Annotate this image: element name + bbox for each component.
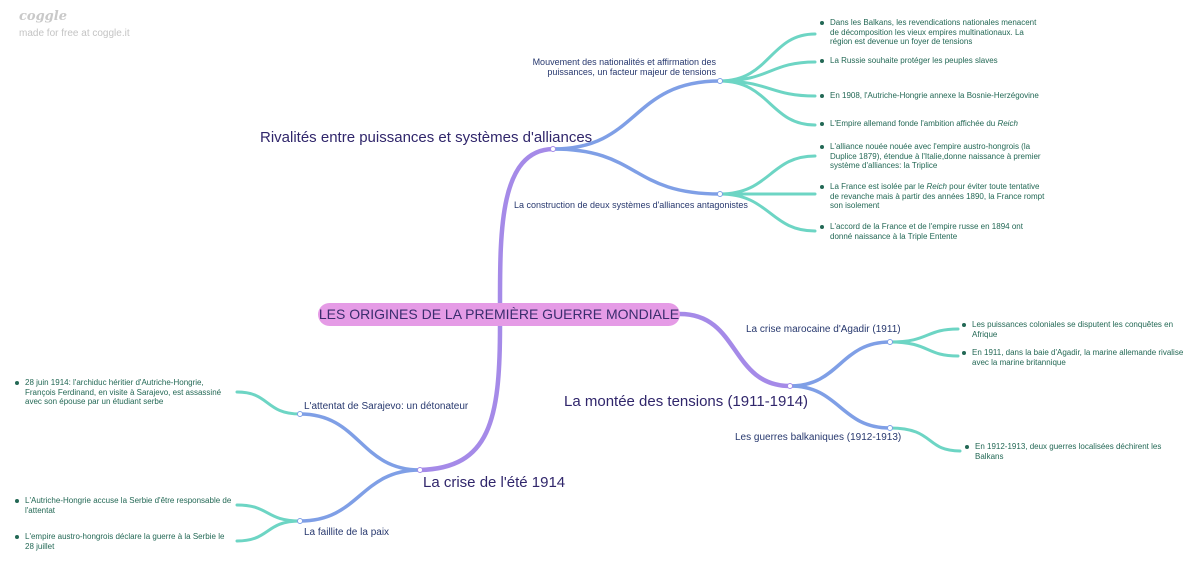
- edge-crise-faillite: [298, 468, 422, 523]
- bullet-icon: [820, 94, 824, 98]
- bullet-icon: [820, 225, 824, 229]
- bullet-icon: [962, 351, 966, 355]
- edge-root-montee: [677, 311, 793, 389]
- bullet-icon: [962, 323, 966, 327]
- leaf-agadir-2[interactable]: En 1911, dans la baie d'Agadir, la marin…: [962, 348, 1187, 367]
- bullet-icon: [15, 381, 19, 385]
- leaf-mouvement-1[interactable]: Dans les Balkans, les revendications nat…: [820, 18, 1045, 47]
- leaf-agadir-1[interactable]: Les puissances coloniales se disputent l…: [962, 320, 1187, 339]
- edge-mouvement-leaf-4: [718, 79, 817, 127]
- edge-root-rivalites: [497, 146, 556, 306]
- leaf-faillite-1[interactable]: L'Autriche-Hongrie accuse la Serbie d'êt…: [15, 496, 235, 515]
- branch-rivalites[interactable]: Rivalités entre puissances et systèmes d…: [260, 129, 593, 146]
- junction-dot: [550, 146, 556, 152]
- edge-construction-leaf-3: [718, 192, 817, 233]
- bullet-icon: [820, 59, 824, 63]
- junction-dot: [887, 339, 893, 345]
- node-construction[interactable]: La construction de deux systèmes d'allia…: [514, 200, 748, 210]
- node-mouvement[interactable]: Mouvement des nationalités et affirmatio…: [532, 57, 716, 77]
- edge-crise-attentat: [298, 412, 422, 472]
- leaf-mouvement-3[interactable]: En 1908, l'Autriche-Hongrie annexe la Bo…: [820, 91, 1045, 101]
- bullet-icon: [820, 122, 824, 126]
- edge-faillite-leaf-2: [235, 519, 302, 543]
- leaf-construction-1[interactable]: L'alliance nouée nouée avec l'empire aus…: [820, 142, 1045, 171]
- edge-montee-balkans: [788, 384, 892, 430]
- branch-montee[interactable]: La montée des tensions (1911-1914): [564, 393, 809, 410]
- bullet-icon: [820, 145, 824, 149]
- junction-dot: [417, 467, 423, 473]
- edge-construction-leaf-1: [718, 154, 817, 196]
- credit-text: made for free at coggle.it: [19, 28, 130, 39]
- bullet-icon: [820, 185, 824, 189]
- edge-root-crise: [417, 323, 503, 473]
- edge-faillite-leaf-1: [235, 503, 302, 523]
- bullet-icon: [15, 499, 19, 503]
- leaf-construction-2[interactable]: La France est isolée par le Reich pour é…: [820, 182, 1045, 211]
- node-agadir[interactable]: La crise marocaine d'Agadir (1911): [746, 324, 901, 335]
- node-faillite[interactable]: La faillite de la paix: [304, 527, 390, 538]
- edge-montee-agadir: [788, 340, 892, 388]
- leaf-attentat-1[interactable]: 28 juin 1914: l'archiduc héritier d'Autr…: [15, 378, 235, 407]
- edge-balkans-leaf-1: [888, 426, 962, 453]
- junction-dot: [297, 518, 303, 524]
- leaf-balkans-1[interactable]: En 1912-1913, deux guerres localisées dé…: [965, 442, 1180, 461]
- junction-dot: [787, 383, 793, 389]
- bullet-icon: [965, 445, 969, 449]
- node-balkans[interactable]: Les guerres balkaniques (1912-1913): [735, 432, 902, 443]
- node-attentat[interactable]: L'attentat de Sarajevo: un détonateur: [304, 401, 469, 412]
- edge-rivalites-mouvement: [551, 79, 722, 151]
- junction-dot: [887, 425, 893, 431]
- junction-dot: [717, 78, 723, 84]
- root-node[interactable]: LES ORIGINES DE LA PREMIÈRE GUERRE MONDI…: [318, 303, 680, 326]
- branch-crise[interactable]: La crise de l'été 1914: [423, 474, 566, 491]
- edge-attentat-leaf-1: [235, 390, 302, 416]
- junction-dot: [717, 191, 723, 197]
- edge-agadir-leaf-2: [888, 340, 960, 358]
- bullet-icon: [15, 535, 19, 539]
- coggle-logo: coggle: [19, 9, 67, 24]
- leaf-mouvement-2[interactable]: La Russie souhaite protéger les peuples …: [820, 56, 1045, 66]
- leaf-faillite-2[interactable]: L'empire austro-hongrois déclare la guer…: [15, 532, 235, 551]
- edge-mouvement-leaf-1: [718, 32, 817, 83]
- leaf-construction-3[interactable]: L'accord de la France et de l'empire rus…: [820, 222, 1045, 241]
- bullet-icon: [820, 21, 824, 25]
- edge-rivalites-construction: [551, 147, 722, 196]
- junction-dot: [297, 411, 303, 417]
- leaf-mouvement-4[interactable]: L'Empire allemand fonde l'ambition affic…: [820, 119, 1045, 129]
